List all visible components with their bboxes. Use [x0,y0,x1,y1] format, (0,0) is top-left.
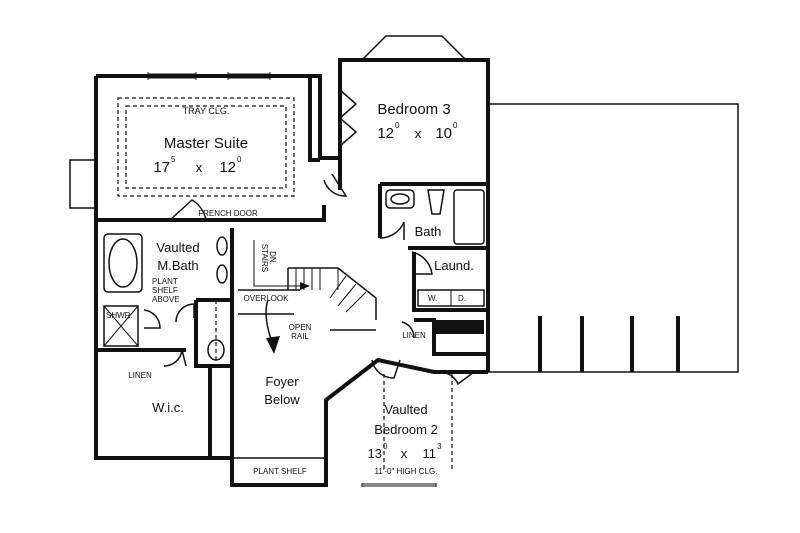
bed3-dim-x: x [415,126,422,141]
bedroom3-bay-window [360,35,468,61]
open-rail-1: OPEN [289,323,312,332]
stairs-label-2: DN. [268,251,277,265]
plant-shelf-above-2: SHELF [152,286,178,295]
bed3-dim-b-sup: 0 [453,121,458,130]
linen-hall-label: LINEN [402,331,426,340]
interior-walls [96,76,488,458]
master-suite-dimensions: 17 5 x 12 0 [153,155,242,176]
bed2-dim-b: 11 [423,446,437,461]
bedroom2-ceiling: 11'-0" HIGH CLG. [375,467,438,476]
windows [94,72,437,487]
stairs [238,240,377,354]
dryer-label: D. [458,294,466,303]
bedroom2-line1: Vaulted [384,402,427,417]
stair-arrow [266,336,280,354]
wic-name: W.i.c. [152,400,184,415]
shower-label: SHWR. [106,311,133,320]
stairs-dn-label: STAIRS DN. [260,244,277,272]
foyer-line1: Foyer [265,374,299,389]
master-bay-window [69,159,97,209]
plant-shelf-above-3: ABOVE [152,295,180,304]
bed3-dim-a: 12 [377,125,394,142]
overlook-label: OVERLOOK [244,294,290,303]
plant-shelf-above-label: PLANT SHELF ABOVE [152,277,180,304]
master-bath-line2: M.Bath [157,258,198,273]
tray-ceiling-label: TRAY CLG. [183,106,230,116]
master-bath-line1: Vaulted [156,240,199,255]
bedroom3-name: Bedroom 3 [377,101,450,118]
master-suite-name: Master Suite [164,135,248,152]
bed2-dim-x: x [401,446,408,461]
bed2-dim-a: 13 [368,446,382,461]
bedroom2-line2: Bedroom 2 [374,422,438,437]
linen-shelf [434,320,484,334]
plant-shelf-label: PLANT SHELF [253,467,307,476]
master-dim-x: x [196,160,203,175]
master-dim-a-sup: 5 [171,155,176,164]
bedroom2-dimensions: 13 0 x 11 3 [368,442,442,461]
rails [232,313,326,459]
linen-wic-label: LINEN [128,371,152,380]
french-door-label: FRENCH DOOR [198,209,258,218]
bed2-dim-b-sup: 3 [437,442,442,451]
master-dim-b: 12 [219,159,236,176]
plant-shelf-above-1: PLANT [152,277,178,286]
stairs-label-1: STAIRS [260,244,269,272]
bed2-dim-a-sup: 0 [383,442,388,451]
doors [143,89,475,386]
washer-label: W. [428,294,437,303]
fixtures [103,189,485,361]
bedroom3-dimensions: 12 0 x 10 0 [377,121,458,142]
master-dim-b-sup: 0 [237,155,242,164]
master-dim-a: 17 [153,159,170,176]
bath-name: Bath [415,224,442,239]
bed3-dim-a-sup: 0 [395,121,400,130]
open-rail-2: RAIL [291,332,309,341]
foyer-line2: Below [264,392,300,407]
bed3-dim-b: 10 [435,125,452,142]
laundry-name: Laund. [434,258,474,273]
dashed-ceilings [117,97,453,472]
